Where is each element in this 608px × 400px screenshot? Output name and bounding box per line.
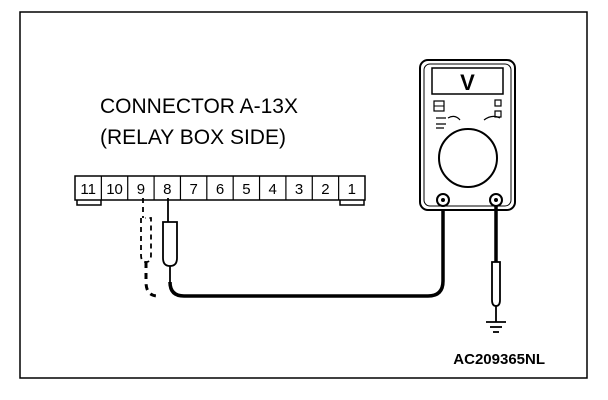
connector-pin-5: 5 bbox=[242, 181, 250, 198]
test-lead-positive bbox=[168, 204, 445, 298]
connector-tab-left bbox=[76, 200, 102, 206]
connector-pin-11: 11 bbox=[80, 181, 96, 198]
connector-a13x: 11 10 9 8 7 6 5 4 3 2 1 bbox=[74, 175, 366, 206]
connector-title-line2: (RELAY BOX SIDE) bbox=[100, 126, 286, 149]
voltmeter-body-inner bbox=[423, 63, 512, 207]
connector-tab-right bbox=[339, 200, 365, 206]
connector-pins: 11 10 9 8 7 6 5 4 3 2 1 bbox=[80, 176, 356, 200]
connector-pin-4: 4 bbox=[269, 181, 277, 198]
voltmeter-display bbox=[431, 67, 504, 95]
connector-pin-2: 2 bbox=[321, 181, 329, 198]
connector-pin-3: 3 bbox=[295, 181, 303, 198]
diagram-frame bbox=[19, 11, 588, 379]
probe-pin8 bbox=[162, 198, 178, 282]
test-lead-negative bbox=[491, 206, 501, 322]
ground-symbol-icon bbox=[486, 321, 506, 333]
rotary-dial-icon bbox=[438, 128, 498, 188]
voltmeter-display-text: V bbox=[460, 70, 475, 95]
connector-pin-6: 6 bbox=[216, 181, 224, 198]
connector-pin-7: 7 bbox=[189, 181, 197, 198]
connector-pin-1: 1 bbox=[348, 181, 356, 198]
connector-pin-8: 8 bbox=[163, 181, 171, 198]
connector-pin-9: 9 bbox=[137, 181, 145, 198]
connector-pin-10: 10 bbox=[106, 181, 123, 198]
voltmeter: V bbox=[419, 59, 516, 211]
scale-marks-icon bbox=[436, 117, 446, 129]
probe-pin9-dashed bbox=[140, 198, 159, 298]
button-icon bbox=[494, 99, 502, 107]
connector-title-line1: CONNECTOR A-13X bbox=[100, 95, 298, 118]
connector-body bbox=[74, 175, 366, 201]
figure-code: AC209365NL bbox=[453, 351, 545, 368]
